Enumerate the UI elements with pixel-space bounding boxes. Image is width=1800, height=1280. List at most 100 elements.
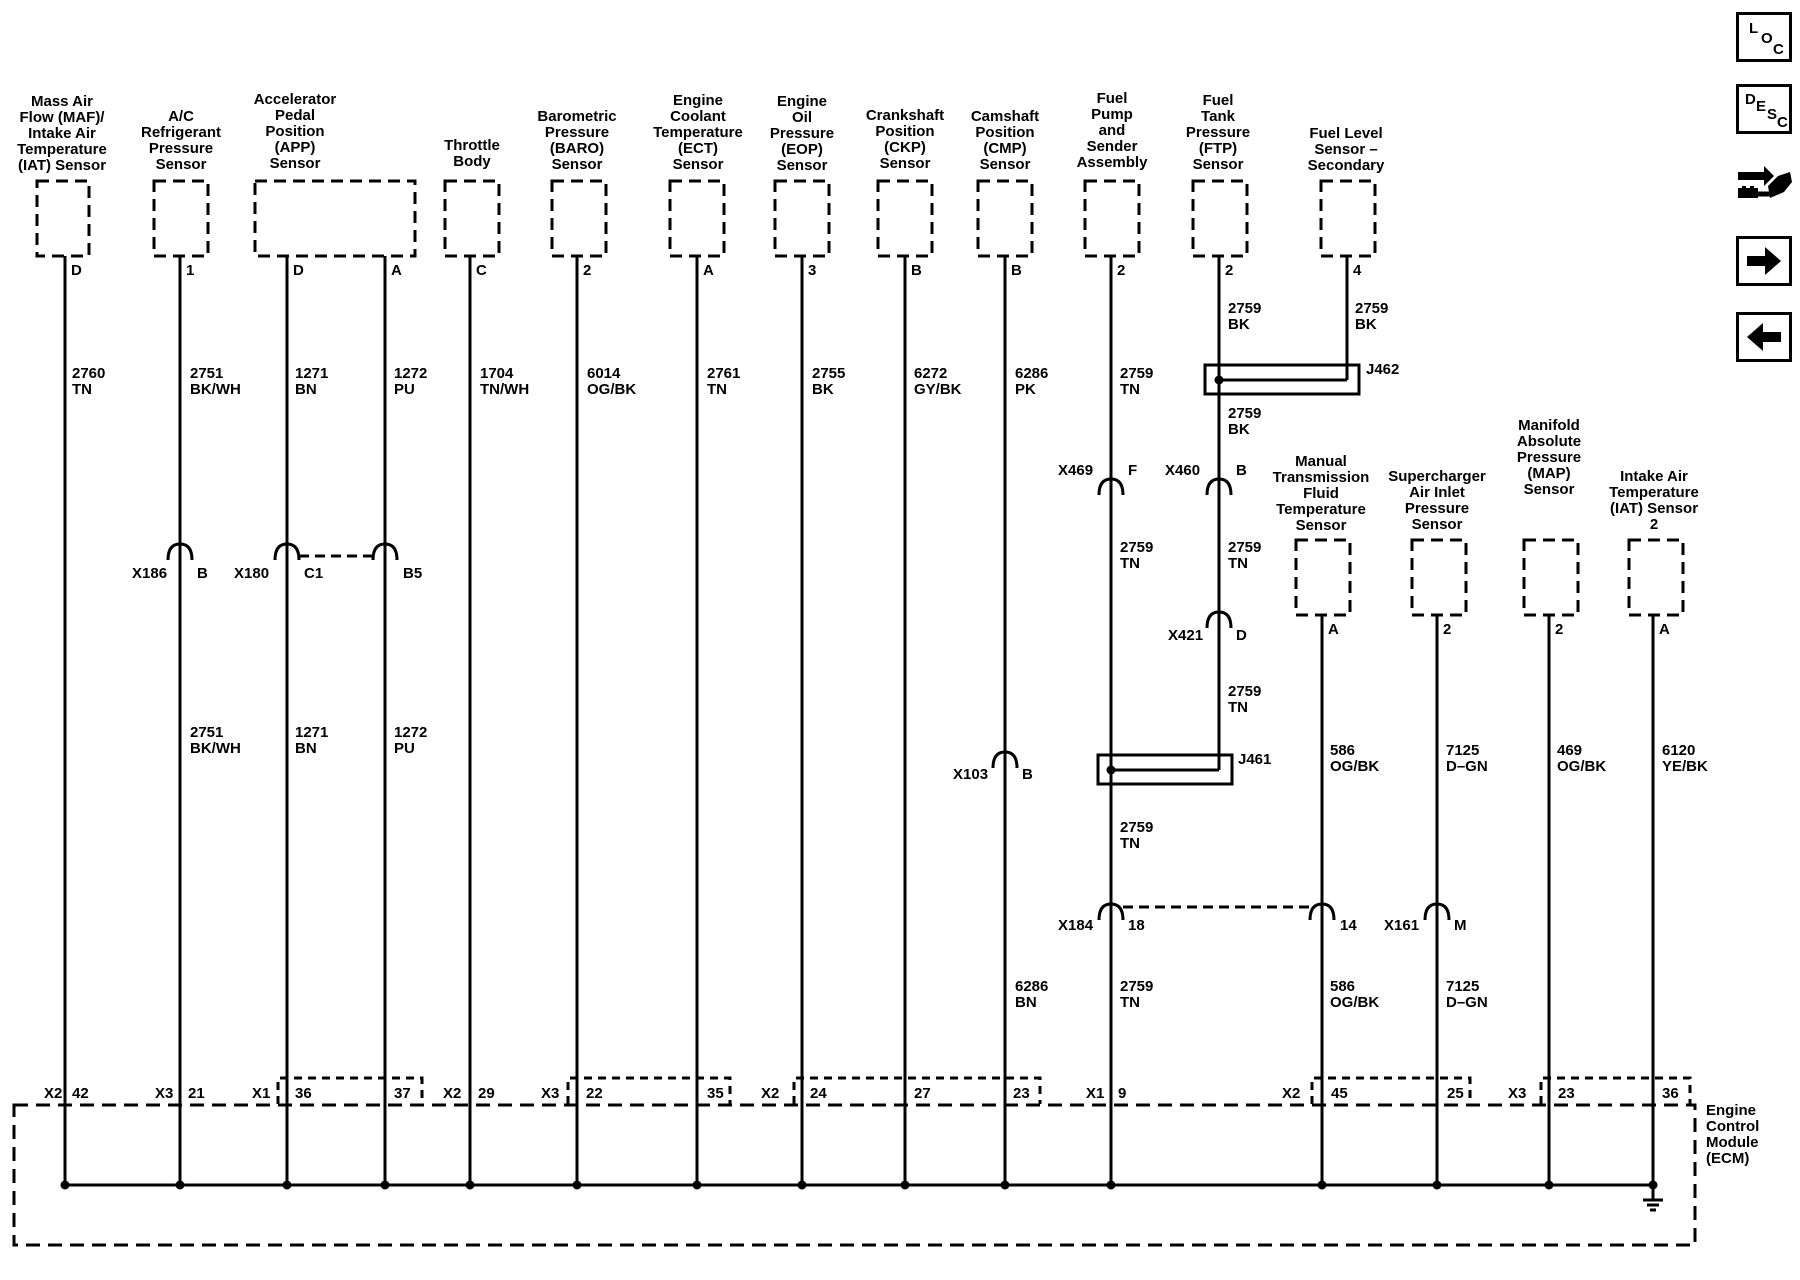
ecm-connector-name: X2 [1282, 1085, 1300, 1102]
wire-circuit: 2759 [1120, 539, 1153, 556]
loc-letter-o: O [1761, 30, 1773, 47]
map-connector-box [1522, 538, 1580, 617]
baro-title: Sensor [552, 156, 603, 173]
wire-color: TN [1120, 835, 1140, 852]
connector-pin: 18 [1128, 917, 1145, 934]
cmp-title: Camshaft [971, 108, 1039, 125]
tb-title: Throttle [444, 137, 500, 154]
ecm-title: Engine [1706, 1102, 1756, 1119]
ftp-title: (FTP) [1199, 140, 1237, 157]
ftp-title: Tank [1201, 108, 1236, 125]
wire-color: BK [812, 381, 834, 398]
ftp-title: Pressure [1186, 124, 1250, 141]
ckp-title: Position [875, 123, 934, 140]
ecm-connector-name: X2 [44, 1085, 62, 1102]
fuellevel-title: Secondary [1308, 157, 1385, 174]
loc-letter-l: L [1749, 20, 1759, 37]
eop-connector-box [773, 179, 831, 258]
wire-color: GY/BK [914, 381, 962, 398]
sc-connector-box [1410, 538, 1468, 617]
eop-title: Oil [792, 109, 812, 126]
connector-name: X460 [1165, 462, 1200, 479]
desc-letter-c: C [1777, 114, 1788, 131]
baro-title: (BARO) [550, 140, 604, 157]
app-title: Position [265, 123, 324, 140]
arrow-right-icon [1747, 247, 1781, 275]
ecm-connector-box [1310, 1076, 1472, 1104]
bus-junction [282, 1180, 292, 1190]
ckp-pin: B [911, 262, 922, 279]
iat2-title: Temperature [1609, 484, 1699, 501]
wire-circuit: 2755 [812, 365, 845, 382]
eop-title: Sensor [777, 157, 828, 174]
desc-button[interactable]: D E S C [1736, 84, 1792, 134]
eop-pin: 3 [808, 262, 816, 279]
loc-button[interactable]: L O C [1736, 12, 1792, 62]
ecm-connector-name: X3 [541, 1085, 559, 1102]
wire-color: TN [1228, 699, 1248, 716]
wire-circuit: 2761 [707, 365, 740, 382]
app-a-pin: A [391, 262, 402, 279]
ftp-connector-box [1191, 179, 1249, 258]
ecm-pin: 45 [1331, 1085, 1348, 1102]
ecm-title: (ECM) [1706, 1150, 1749, 1167]
desc-letter-s: S [1767, 106, 1778, 123]
ecm-pin: 23 [1013, 1085, 1030, 1102]
maf-title: Mass Air [31, 93, 93, 110]
connector-tool-button[interactable] [1734, 156, 1796, 212]
fuellevel-pin: 4 [1353, 262, 1362, 279]
ac-title: A/C [168, 108, 194, 125]
maf-title: (IAT) Sensor [18, 157, 106, 174]
mtf-title: Transmission [1273, 469, 1370, 486]
wire-color: D–GN [1446, 758, 1488, 775]
ftp-pin: 2 [1225, 262, 1233, 279]
sc-title: Sensor [1412, 516, 1463, 533]
x469-connector [1097, 477, 1125, 496]
app-d-pin: D [293, 262, 304, 279]
ecm-connector-box [566, 1076, 732, 1104]
ect-connector-box [668, 179, 726, 258]
wire-circuit: 6014 [587, 365, 621, 382]
ecm-connector-name: X3 [155, 1085, 173, 1102]
fuelpump-connector-box [1083, 179, 1141, 258]
wire-circuit: 2759 [1228, 683, 1261, 700]
previous-button[interactable] [1736, 312, 1792, 362]
mtf-pin: A [1328, 621, 1339, 638]
wire-color: TN [1120, 381, 1140, 398]
app-title: Accelerator [254, 91, 337, 108]
app-title: Sensor [270, 155, 321, 172]
ecm-connector-box [792, 1076, 1042, 1104]
splice-name: J462 [1366, 361, 1399, 378]
wire-circuit: 586 [1330, 742, 1355, 759]
wire-circuit: 7125 [1446, 742, 1479, 759]
splice-name: J461 [1238, 751, 1271, 768]
wire-circuit: 7125 [1446, 978, 1479, 995]
wire-color: BK/WH [190, 740, 241, 757]
ect-title: Sensor [673, 156, 724, 173]
wire-color: BN [1015, 994, 1037, 1011]
desc-letter-d: D [1745, 91, 1756, 108]
wire-circuit: 586 [1330, 978, 1355, 995]
wire-color: BN [295, 740, 317, 757]
connector-name: X184 [1058, 917, 1094, 934]
iat2-connector-box [1627, 538, 1685, 617]
ckp-title: Crankshaft [866, 107, 944, 124]
next-button[interactable] [1736, 236, 1792, 286]
baro-pin: 2 [583, 262, 591, 279]
wire-color: OG/BK [1330, 758, 1379, 775]
ecm-pin: 36 [1662, 1085, 1679, 1102]
bus-junction [465, 1180, 475, 1190]
iat2-title: Intake Air [1620, 468, 1688, 485]
x180-connector-b5 [371, 542, 399, 561]
maf-title: Intake Air [28, 125, 96, 142]
wire-color: TN [1120, 994, 1140, 1011]
ect-title: Temperature [653, 124, 743, 141]
bus-junction [1432, 1180, 1442, 1190]
bus-junction [572, 1180, 582, 1190]
ckp-title: Sensor [880, 155, 931, 172]
bus-junction [1544, 1180, 1554, 1190]
fuelpump-title: Pump [1091, 106, 1133, 123]
bus-junction [692, 1180, 702, 1190]
wire-circuit: 1704 [480, 365, 514, 382]
